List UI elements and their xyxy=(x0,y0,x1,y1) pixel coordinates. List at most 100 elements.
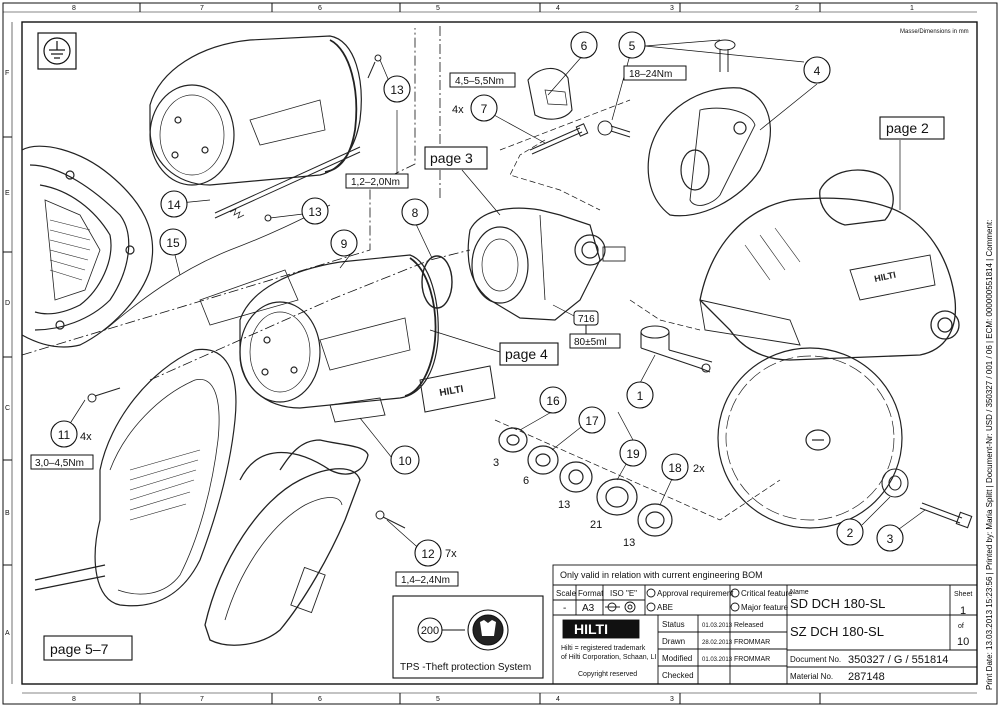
svg-text:13: 13 xyxy=(308,205,322,219)
sheet-total: 10 xyxy=(957,636,969,648)
col-label: 7 xyxy=(200,5,204,12)
washer-num: 3 xyxy=(493,457,499,469)
callout-200: 200 xyxy=(421,625,439,637)
col-label: 8 xyxy=(72,696,76,703)
copyright: Copyright reserved xyxy=(578,671,637,678)
title-block xyxy=(552,564,978,685)
material-label: Material No. xyxy=(790,672,833,681)
dimensions-note: Masse/Dimensions in mm xyxy=(900,29,969,35)
svg-text:5: 5 xyxy=(629,39,636,53)
callout-3: 3 xyxy=(876,524,904,552)
col-label: 4 xyxy=(556,696,560,703)
assembly-dashes xyxy=(494,99,781,521)
callout-14: 14 xyxy=(160,190,188,218)
col-label: 8 xyxy=(72,5,76,12)
gear-head-assembly xyxy=(467,207,626,321)
handle-housing-lower xyxy=(34,348,237,607)
callout-6: 6 xyxy=(570,31,598,59)
callout-12: 12 xyxy=(414,539,442,567)
o-ring-8 xyxy=(421,255,453,309)
torque-box-13: 1,2–2,0Nm xyxy=(345,173,409,189)
label-logo-text: HILTI xyxy=(439,384,465,399)
torque-box-5: 18–24Nm xyxy=(623,65,687,81)
screw-11 xyxy=(87,387,121,403)
callout-17: 17 xyxy=(578,406,606,434)
washer-num: 6 xyxy=(523,475,529,487)
torque-box-7: 4,5–5,5Nm xyxy=(449,72,516,88)
tps-box: 200 TPS -Theft protection System xyxy=(392,595,544,679)
label-10 xyxy=(329,397,386,423)
callout-8: 8 xyxy=(401,198,429,226)
name-label: Name xyxy=(790,589,809,596)
qty-7: 4x xyxy=(452,104,464,116)
trademark-1: Hilti = registered trademark xyxy=(561,645,646,652)
row-label: A xyxy=(5,630,10,637)
flange-nut-2 xyxy=(881,468,909,498)
svg-text:716: 716 xyxy=(578,314,595,325)
callout-10: 10 xyxy=(390,445,420,475)
svg-text:4,5–5,5Nm: 4,5–5,5Nm xyxy=(455,76,504,87)
screw-12 xyxy=(375,510,406,529)
sheet-label: Sheet xyxy=(954,591,972,598)
svg-text:14: 14 xyxy=(167,198,181,212)
modified-label: Modified xyxy=(662,654,692,663)
validity-note: Only valid in relation with current engi… xyxy=(560,570,763,580)
page-ref-4: page 4 xyxy=(499,342,559,366)
svg-text:15: 15 xyxy=(166,236,180,250)
page-ref-3: page 3 xyxy=(424,146,488,170)
iso-label: ISO "E" xyxy=(610,589,637,598)
name-sd: SD DCH 180-SL xyxy=(790,596,885,611)
col-label: 1 xyxy=(910,5,914,12)
washer-num: 13 xyxy=(623,537,635,549)
document-value: 350327 / G / 551814 xyxy=(848,654,948,666)
page-ref-2: page 2 xyxy=(879,116,945,140)
abe-label: ABE xyxy=(657,603,673,612)
callout-1: 1 xyxy=(626,381,654,409)
callout-16: 16 xyxy=(539,386,567,414)
scale-value: - xyxy=(563,603,566,614)
svg-text:12: 12 xyxy=(421,547,435,561)
svg-text:10: 10 xyxy=(398,454,412,468)
svg-text:11: 11 xyxy=(58,428,71,442)
screw-5 xyxy=(597,120,631,138)
format-value: A3 xyxy=(582,603,595,614)
col-label: 7 xyxy=(200,696,204,703)
col-label: 6 xyxy=(318,696,322,703)
callout-4: 4 xyxy=(803,56,831,84)
row-label: C xyxy=(5,405,10,412)
modified-date: 01.03.2013 xyxy=(702,657,733,663)
screw-7 xyxy=(529,123,589,155)
title-block-text: Only valid in relation with current engi… xyxy=(556,570,972,683)
label-sheet-15 xyxy=(199,269,299,326)
qty-18: 2x xyxy=(693,463,705,475)
row-label: B xyxy=(5,510,10,517)
svg-text:page 2: page 2 xyxy=(886,120,929,136)
row-label: D xyxy=(5,300,10,307)
svg-text:16: 16 xyxy=(546,394,560,408)
name-sz: SZ DCH 180-SL xyxy=(790,624,884,639)
motor-assembly-top xyxy=(149,35,362,186)
svg-text:1,2–2,0Nm: 1,2–2,0Nm xyxy=(351,177,400,188)
diamond-blade xyxy=(717,347,903,529)
torque-box-12: 1,4–2,4Nm xyxy=(395,571,459,587)
page-ref-5-7: page 5–7 xyxy=(43,635,133,661)
side-cover xyxy=(204,439,369,646)
motor-housing-9 xyxy=(239,254,439,409)
wire-15 xyxy=(104,204,331,331)
callout-19: 19 xyxy=(619,439,647,467)
drawn-label: Drawn xyxy=(662,637,685,646)
svg-text:80±5ml: 80±5ml xyxy=(574,337,607,348)
spindle-1 xyxy=(640,325,713,373)
status-date: 01.03.2013 xyxy=(702,623,733,629)
grid-labels: 8 7 6 5 4 3 2 1 8 7 6 5 4 3 F E D C B A … xyxy=(5,5,969,703)
callout-11: 11 xyxy=(50,420,78,448)
svg-text:3,0–4,5Nm: 3,0–4,5Nm xyxy=(35,458,84,469)
col-label: 5 xyxy=(436,696,440,703)
critical-label: Critical feature xyxy=(741,589,793,598)
trademark-2: of Hilti Corporation, Schaan, LI xyxy=(561,654,656,661)
svg-text:9: 9 xyxy=(341,237,348,251)
page-refs: page 2 page 3 page 4 page 5–7 xyxy=(43,116,945,661)
washer-num: 21 xyxy=(590,519,602,531)
hilti-label: HILTI xyxy=(419,365,496,413)
